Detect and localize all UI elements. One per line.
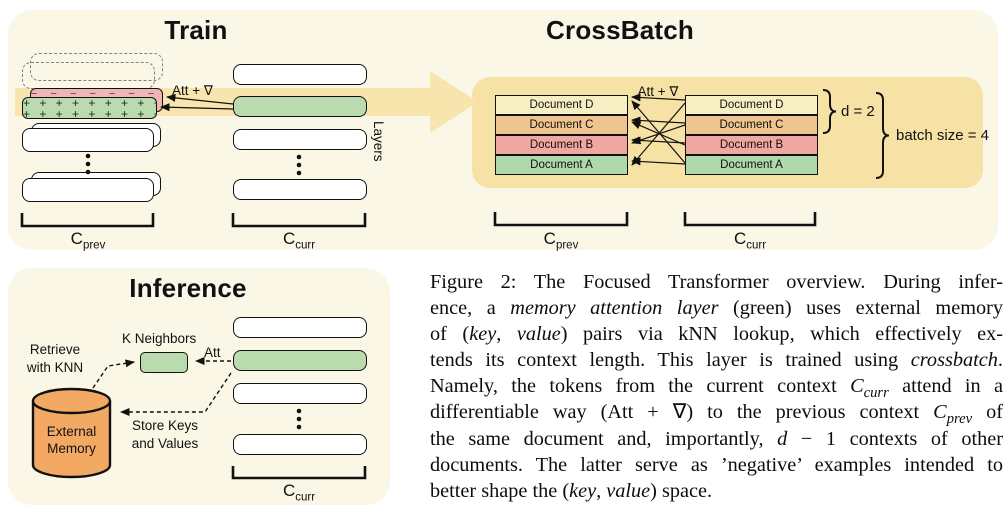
- caption-line: Figure 2: The Focused Transformer overvi…: [430, 271, 1003, 293]
- figure-caption: Figure 2: The Focused Transformer overvi…: [430, 269, 1003, 504]
- att-label: Att: [204, 345, 221, 360]
- c-label-sub: curr: [295, 491, 316, 504]
- document-row: Document D: [495, 95, 628, 115]
- store-kv-label: Store Keys and Values: [124, 417, 206, 453]
- document-row: Document D: [685, 95, 818, 115]
- document-row: Document B: [495, 135, 628, 155]
- context-layer-box: [233, 434, 367, 455]
- plus-signs-row2: + + + + + + + + + +: [23, 106, 156, 119]
- caption-line: the same document and, importantly, d − …: [430, 427, 1003, 450]
- positive-context-box: + + + + + + + + + + + + + + + + + + + +: [22, 97, 157, 119]
- store-kv-line1: Store Keys: [131, 418, 199, 433]
- context-layer-box: [22, 178, 154, 202]
- document-row: Document B: [685, 135, 818, 155]
- caption-line: tends its context length. This layer is …: [430, 349, 1003, 372]
- context-layer-box: [233, 129, 367, 150]
- crossbatch-section-title: CrossBatch: [546, 15, 694, 45]
- context-layer-box: [233, 179, 367, 200]
- dashed-context-box-front: [22, 62, 155, 89]
- c-label-sub: curr: [295, 239, 316, 252]
- inference-section-title: Inference: [129, 273, 247, 303]
- retrieve-knn-line1: Retrieve: [29, 342, 81, 357]
- d-count-label: d = 2: [841, 103, 875, 120]
- k-neighbors-label: K Neighbors: [122, 331, 197, 346]
- document-row: Document A: [495, 155, 628, 175]
- external-memory-line1: External: [46, 424, 97, 439]
- caption-line: Namely, the tokens from the current cont…: [430, 375, 1003, 402]
- caption-line: differentiable way (Att + ∇) to the prev…: [430, 401, 1004, 428]
- c-label-base: C: [543, 229, 556, 248]
- att-gradient-label: Att + ∇: [172, 83, 213, 98]
- c-label-sub: prev: [82, 239, 106, 252]
- c-label-base: C: [282, 229, 296, 248]
- context-layer-box: [22, 128, 154, 152]
- document-row: Document C: [685, 115, 818, 135]
- c-curr-label: Ccurr: [259, 229, 339, 251]
- c-curr-label: Ccurr: [259, 481, 339, 503]
- external-memory-label: External Memory: [33, 423, 110, 457]
- c-label-base: C: [733, 229, 747, 248]
- context-layer-box: [233, 317, 367, 338]
- batch-size-label: batch size = 4: [896, 127, 989, 144]
- train-section-title: Train: [164, 15, 228, 45]
- c-label-base: C: [282, 481, 296, 500]
- document-row: Document C: [495, 115, 628, 135]
- c-curr-label: Ccurr: [710, 229, 790, 251]
- c-label-sub: prev: [555, 239, 579, 252]
- context-layer-box: [233, 383, 367, 404]
- caption-line: ence, a memory attention layer (green) u…: [430, 297, 1004, 320]
- c-label-sub: curr: [746, 239, 767, 252]
- external-memory-line2: Memory: [47, 441, 96, 456]
- c-label-base: C: [70, 229, 83, 248]
- memory-attention-layer-box: [233, 96, 367, 117]
- retrieve-knn-label: Retrieve with KNN: [16, 341, 94, 377]
- layers-axis-label: Layers: [371, 121, 386, 162]
- att-gradient-label: Att + ∇: [637, 84, 679, 99]
- caption-line: documents. The latter serve as ’negative…: [430, 453, 1003, 476]
- c-prev-label: Cprev: [48, 229, 128, 251]
- document-row: Document A: [685, 155, 818, 175]
- context-layer-box: [233, 64, 367, 85]
- caption-line: better shape the (key, value) space.: [430, 479, 713, 502]
- store-kv-line2: and Values: [131, 436, 199, 451]
- c-prev-label: Cprev: [521, 229, 601, 251]
- knn-neighbors-box: [140, 352, 188, 373]
- caption-line: of (key, value) pairs via kNN lookup, wh…: [430, 323, 1004, 346]
- retrieve-knn-line2: with KNN: [26, 360, 84, 375]
- memory-attention-layer-box: [233, 350, 367, 371]
